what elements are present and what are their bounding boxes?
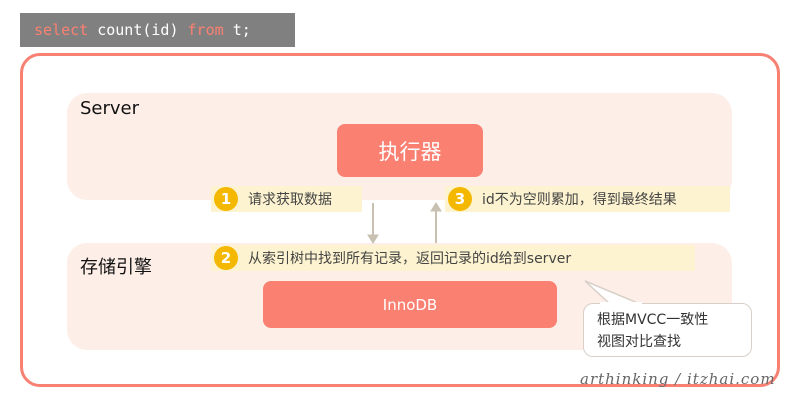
- step-text: 请求获取数据: [248, 192, 332, 208]
- step-text: 从索引树中找到所有记录，返回记录的id给到server: [248, 251, 572, 267]
- step-3-label: 3 id不为空则累加，得到最终结果: [445, 186, 730, 212]
- step-2-label: 2 从索引树中找到所有记录，返回记录的id给到server: [211, 245, 695, 271]
- arrow-down-icon: [367, 203, 379, 244]
- server-title: Server: [80, 98, 140, 119]
- mvcc-callout: 根据MVCC一致性视图对比查找: [583, 303, 752, 357]
- executor-box: 执行器: [337, 124, 483, 177]
- step-number-badge: 1: [214, 187, 238, 211]
- sql-query-bar: select count(id) from t;: [20, 13, 295, 47]
- innodb-box: InnoDB: [263, 281, 557, 328]
- step-number-badge: 3: [448, 187, 472, 211]
- callout-line-1: 根据MVCC一致性: [597, 312, 709, 328]
- storage-engine-title: 存储引擎: [80, 257, 152, 278]
- arrow-up-icon: [430, 202, 442, 243]
- sql-keyword-select: select: [34, 21, 89, 39]
- step-1-label: 1 请求获取数据: [211, 186, 362, 212]
- mysql-frame: [20, 53, 780, 387]
- step-text: id不为空则累加，得到最终结果: [482, 192, 677, 208]
- sql-table: t;: [232, 21, 251, 39]
- watermark: arthinking / itzhai.com: [580, 370, 776, 388]
- callout-line-2: 视图对比查找: [597, 334, 681, 350]
- callout-tail-joint: [600, 302, 642, 305]
- sql-count: count(id): [97, 21, 179, 39]
- sql-keyword-from: from: [187, 21, 224, 39]
- callout-tail: [584, 280, 641, 305]
- step-number-badge: 2: [214, 246, 238, 270]
